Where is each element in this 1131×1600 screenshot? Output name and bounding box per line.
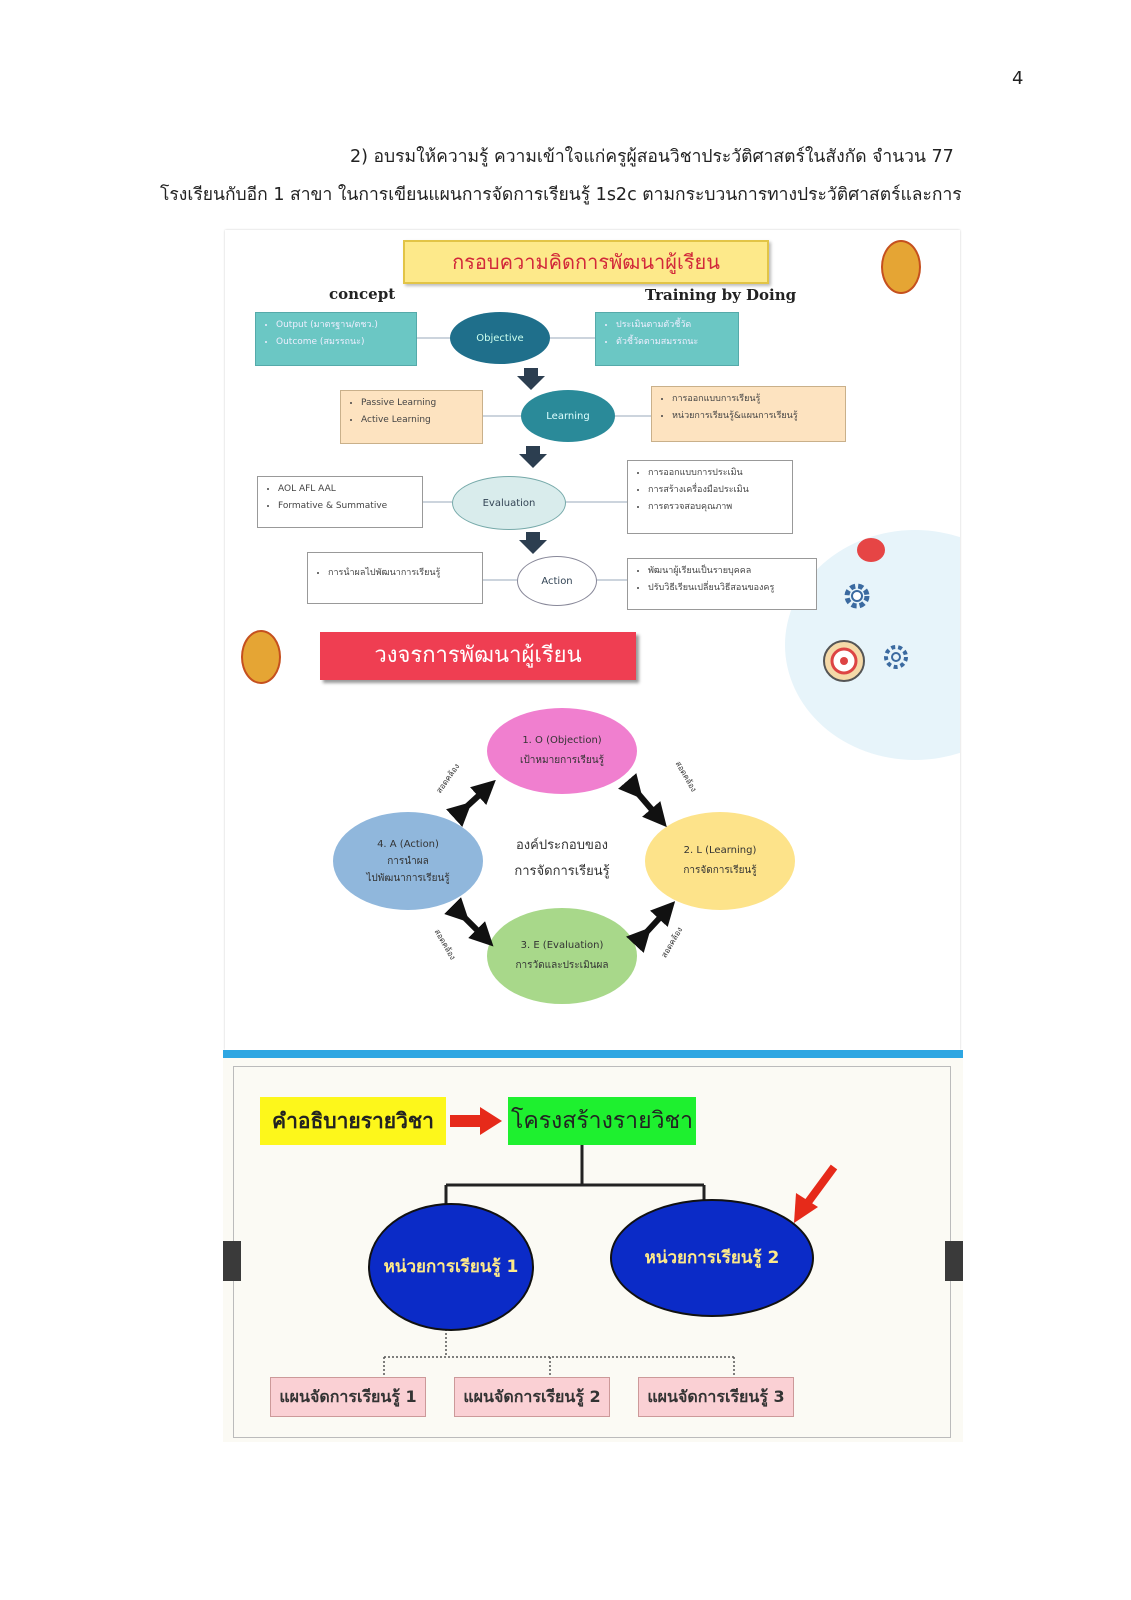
pointer-arrow-icon	[794, 1164, 838, 1223]
objective-left-item: Outcome (สมรรถนะ)	[276, 334, 410, 351]
emblem-icon	[881, 240, 921, 294]
cycle-learning-circle: 2. L (Learning) การจัดการเรียนรู้	[645, 812, 795, 910]
learning-oval: Learning	[521, 390, 615, 442]
center-line-1: องค์ประกอบของ	[515, 838, 609, 853]
evaluation-right-item: การตรวจสอบคุณภาพ	[648, 499, 786, 516]
framework-connectors	[417, 337, 651, 581]
action-left-item: การนำผลไปพัฒนาการเรียนรู้	[328, 565, 476, 582]
down-arrow-icon	[519, 446, 547, 468]
action-head: 4. A (Action)	[377, 838, 439, 850]
scroll-handle-right	[945, 1241, 963, 1281]
cycle-action-circle: 4. A (Action) การนำผล ไปพัฒนาการเรียนรู้	[333, 812, 483, 910]
emblem-icon	[241, 630, 281, 684]
action-right-box: พัฒนาผู้เรียนเป็นรายบุคคล ปรับวิธีเรียนเ…	[627, 558, 817, 610]
evaluation-right-box: การออกแบบการประเมิน การสร้างเครื่องมือปร…	[627, 460, 793, 534]
figure-learner-framework: กรอบความคิดการพัฒนาผู้เรียน concept Trai…	[225, 230, 960, 1050]
action-sub2: ไปพัฒนาการเรียนรู้	[366, 872, 450, 884]
structure-frame: คำอธิบายรายวิชา โครงสร้างรายวิชา	[233, 1066, 951, 1438]
course-structure-box: โครงสร้างรายวิชา	[508, 1097, 696, 1145]
evaluation-sub: การวัดและประเมินผล	[515, 960, 609, 971]
learning-right-box: การออกแบบการเรียนรู้ หน่วยการเรียนรู้&แผ…	[651, 386, 846, 442]
gear-icon	[884, 645, 908, 669]
lesson-plan-3: แผนจัดการเรียนรู้ 3	[638, 1377, 794, 1417]
target-icon	[823, 640, 865, 682]
action-oval: Action	[517, 556, 597, 606]
cycle-objective-circle: 1. O (Objection) เป้าหมายการเรียนรู้	[487, 708, 637, 794]
objective-right-item: ตัวชี้วัดตามสมรรถนะ	[616, 334, 732, 351]
learning-left-box: Passive Learning Active Learning	[340, 390, 483, 444]
down-arrow-icon	[517, 368, 545, 390]
learning-right-item: หน่วยการเรียนรู้&แผนการเรียนรู้	[672, 408, 839, 425]
down-arrow-icon	[519, 532, 547, 554]
objective-right-box: ประเมินตามตัวชี้วัด ตัวชี้วัดตามสมรรถนะ	[595, 312, 739, 366]
scroll-handle-left	[223, 1241, 241, 1281]
evaluation-left-box: AOL AFL AAL Formative & Summative	[257, 476, 423, 528]
figure-course-structure: คำอธิบายรายวิชา โครงสร้างรายวิชา	[223, 1050, 963, 1442]
speech-bubble-icon	[857, 538, 885, 562]
evaluation-oval: Evaluation	[452, 476, 566, 530]
lesson-plan-1: แผนจัดการเรียนรู้ 1	[270, 1377, 426, 1417]
learning-left-item: Active Learning	[361, 412, 476, 429]
cycle-center-label: องค์ประกอบของ การจัดการเรียนรู้	[487, 833, 637, 885]
cycle-title: วงจรการพัฒนาผู้เรียน	[320, 632, 636, 680]
evaluation-head: 3. E (Evaluation)	[520, 940, 604, 951]
objective-head: 1. O (Objection)	[522, 735, 602, 746]
framework-title: กรอบความคิดการพัฒนาผู้เรียน	[403, 240, 769, 284]
cycle-evaluation-circle: 3. E (Evaluation) การวัดและประเมินผล	[487, 908, 637, 1004]
objective-right-item: ประเมินตามตัวชี้วัด	[616, 317, 732, 334]
evaluation-right-item: การออกแบบการประเมิน	[648, 465, 786, 482]
action-sub1: การนำผล	[387, 855, 429, 867]
learning-head: 2. L (Learning)	[683, 845, 757, 856]
objective-left-box: Output (มาตรฐาน/ตชว.) Outcome (สมรรถนะ)	[255, 312, 417, 366]
right-arrow-icon	[450, 1107, 502, 1135]
objective-left-item: Output (มาตรฐาน/ตชว.)	[276, 317, 410, 334]
learning-right-item: การออกแบบการเรียนรู้	[672, 391, 839, 408]
paragraph-line-2: โรงเรียนกับอีก 1 สาขา ในการเขียนแผนการจั…	[160, 185, 962, 205]
center-line-2: การจัดการเรียนรู้	[514, 864, 610, 879]
evaluation-left-item: Formative & Summative	[278, 498, 416, 515]
concept-label: concept	[329, 285, 396, 303]
page-number: 4	[1012, 68, 1024, 89]
lesson-plan-2: แผนจัดการเรียนรู้ 2	[454, 1377, 610, 1417]
paragraph-line-1: 2) อบรมให้ความรู้ ความเข้าใจแก่ครูผู้สอน…	[350, 147, 954, 167]
learning-left-item: Passive Learning	[361, 395, 476, 412]
unit-1-oval: หน่วยการเรียนรู้ 1	[368, 1203, 534, 1331]
course-description-box: คำอธิบายรายวิชา	[260, 1097, 446, 1145]
evaluation-left-item: AOL AFL AAL	[278, 481, 416, 498]
action-right-item: ปรับวิธีเรียนเปลี่ยนวิธีสอนของครู	[648, 580, 810, 597]
training-label: Training by Doing	[645, 286, 797, 304]
cycle-arrows	[444, 773, 676, 953]
objective-sub: เป้าหมายการเรียนรู้	[520, 755, 604, 766]
structure-connectors	[383, 1145, 838, 1377]
learning-sub: การจัดการเรียนรู้	[683, 865, 757, 876]
evaluation-right-item: การสร้างเครื่องมือประเมิน	[648, 482, 786, 499]
action-right-item: พัฒนาผู้เรียนเป็นรายบุคคล	[648, 563, 810, 580]
gear-icon	[844, 583, 870, 609]
action-left-box: การนำผลไปพัฒนาการเรียนรู้	[307, 552, 483, 604]
objective-oval: Objective	[450, 312, 550, 364]
unit-2-oval: หน่วยการเรียนรู้ 2	[610, 1199, 814, 1317]
